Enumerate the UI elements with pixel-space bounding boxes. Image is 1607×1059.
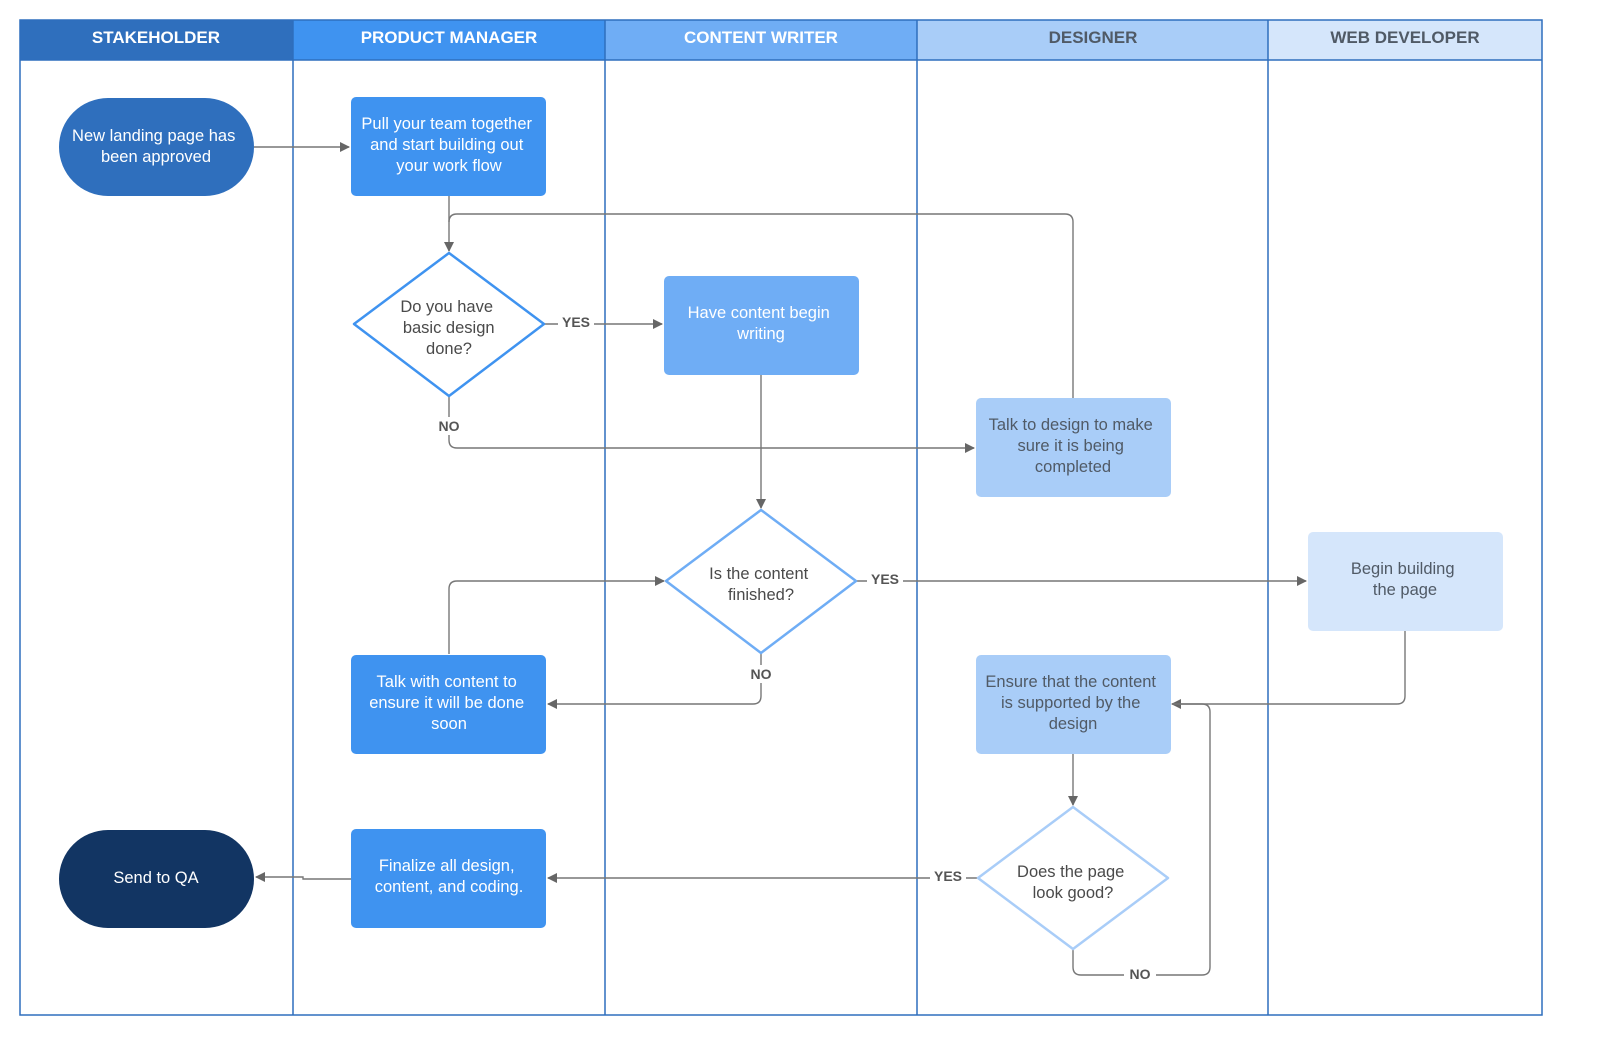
- node-talk-design[interactable]: [976, 398, 1171, 497]
- edge-talk-design-loop-back: [448, 213, 1074, 398]
- node-text-line: finished?: [728, 586, 794, 604]
- lane-title-web-developer: WEB DEVELOPER: [1330, 28, 1479, 47]
- decision-content-finished[interactable]: [664, 508, 858, 655]
- label-bg: [867, 571, 903, 589]
- node-send-qa[interactable]: [59, 830, 254, 928]
- node-text-line: Talk to design to make: [989, 416, 1153, 434]
- node-begin-building[interactable]: [1308, 532, 1503, 631]
- edge-build-to-ensure: [1171, 631, 1406, 709]
- label-bg: [433, 417, 465, 435]
- lane-title-designer: DESIGNER: [1049, 28, 1138, 47]
- node-text-line: look good?: [1033, 884, 1114, 902]
- edge-page-good-no-loop: [1072, 703, 1211, 976]
- node-ensure-supported-label: Ensure that the content is supported by …: [985, 673, 1160, 733]
- lane-header-product-manager: [293, 20, 605, 60]
- node-text-line: completed: [1035, 458, 1111, 476]
- edge-finished-no-to-talk-content: [547, 653, 762, 709]
- node-text-line: Talk with content to: [377, 673, 517, 691]
- node-text-line: design: [1049, 715, 1098, 733]
- lane-header-content-writer: [605, 20, 917, 60]
- node-text-line: soon: [431, 715, 467, 733]
- node-text-line: Finalize all design,: [379, 857, 515, 875]
- node-text-line: Pull your team together: [361, 115, 532, 133]
- node-text-line: basic design: [403, 319, 495, 337]
- node-text-line: is supported by the: [1001, 694, 1140, 712]
- node-text-line: content, and coding.: [375, 878, 524, 896]
- node-talk-content[interactable]: [351, 655, 546, 754]
- edge-label-yes: YES: [871, 571, 899, 587]
- lane-headers: STAKEHOLDER PRODUCT MANAGER CONTENT WRIT…: [20, 20, 1542, 60]
- decision-page-good[interactable]: [976, 805, 1170, 951]
- node-approved-label: New landing page has been approved: [72, 127, 240, 166]
- diagram-frame: [19, 19, 1543, 1016]
- edge-talk-content-to-finished: [448, 576, 665, 654]
- label-bg: [558, 313, 594, 331]
- node-text-line: Does the page: [1017, 863, 1124, 881]
- lane-title-product-manager: PRODUCT MANAGER: [361, 28, 538, 47]
- edge-label-yes: YES: [562, 314, 590, 330]
- lane-title-content-writer: CONTENT WRITER: [684, 28, 838, 47]
- node-text-line: and start building out: [370, 136, 524, 154]
- edge-label-no: NO: [751, 666, 772, 682]
- node-text-line: Is the content: [709, 565, 808, 583]
- edge-design-no-to-talk-design: [448, 397, 975, 453]
- label-bg: [1124, 965, 1156, 983]
- node-finalize[interactable]: [351, 829, 546, 928]
- node-text-line: Ensure that the content: [985, 673, 1156, 691]
- decision-design-done-label: Do you have basic design done?: [400, 298, 499, 358]
- edge-label-no: NO: [1130, 966, 1151, 982]
- node-talk-design-label: Talk to design to make sure it is being …: [989, 416, 1158, 476]
- node-pull-team[interactable]: [351, 97, 546, 196]
- node-approved[interactable]: [59, 98, 254, 196]
- node-text-line: Begin building: [1351, 560, 1455, 578]
- label-bg: [745, 665, 777, 683]
- decision-page-good-label: Does the page look good?: [1017, 863, 1129, 902]
- node-content-writing-label: Have content begin writing: [688, 304, 835, 343]
- node-finalize-label: Finalize all design, content, and coding…: [375, 857, 524, 896]
- edge-label-no: NO: [439, 418, 460, 434]
- node-text-line: been approved: [101, 148, 211, 166]
- node-text-line: done?: [426, 340, 472, 358]
- lane-header-stakeholder: [20, 20, 293, 60]
- decision-design-done[interactable]: [352, 251, 546, 398]
- node-talk-content-label: Talk with content to ensure it will be d…: [369, 673, 529, 733]
- decision-content-finished-label: Is the content finished?: [709, 565, 813, 604]
- nodes: New landing page has been approved Pull …: [59, 97, 1503, 951]
- node-begin-building-label: Begin building the page: [1351, 560, 1459, 599]
- label-bg: [930, 867, 966, 885]
- lane-borders: [19, 19, 1543, 1016]
- node-send-qa-label: Send to QA: [113, 869, 198, 887]
- edge-labels: YES NO YES NO YES NO: [433, 313, 1156, 983]
- edge-label-yes: YES: [934, 868, 962, 884]
- node-content-writing[interactable]: [664, 276, 859, 375]
- node-text-line: the page: [1373, 581, 1437, 599]
- node-pull-team-label: Pull your team together and start buildi…: [361, 115, 536, 175]
- node-text-line: New landing page has: [72, 127, 235, 145]
- node-ensure-supported[interactable]: [976, 655, 1171, 754]
- lane-title-stakeholder: STAKEHOLDER: [92, 28, 220, 47]
- lane-header-designer: [917, 20, 1268, 60]
- node-text-line: Send to QA: [113, 869, 198, 887]
- node-text-line: Have content begin: [688, 304, 830, 322]
- node-text-line: Do you have: [400, 298, 493, 316]
- node-text-line: ensure it will be done: [369, 694, 524, 712]
- node-text-line: writing: [736, 325, 785, 343]
- lane-header-web-developer: [1268, 20, 1542, 60]
- node-text-line: sure it is being: [1018, 437, 1124, 455]
- node-text-line: your work flow: [396, 157, 502, 175]
- edge-finalize-to-qa: [255, 872, 351, 882]
